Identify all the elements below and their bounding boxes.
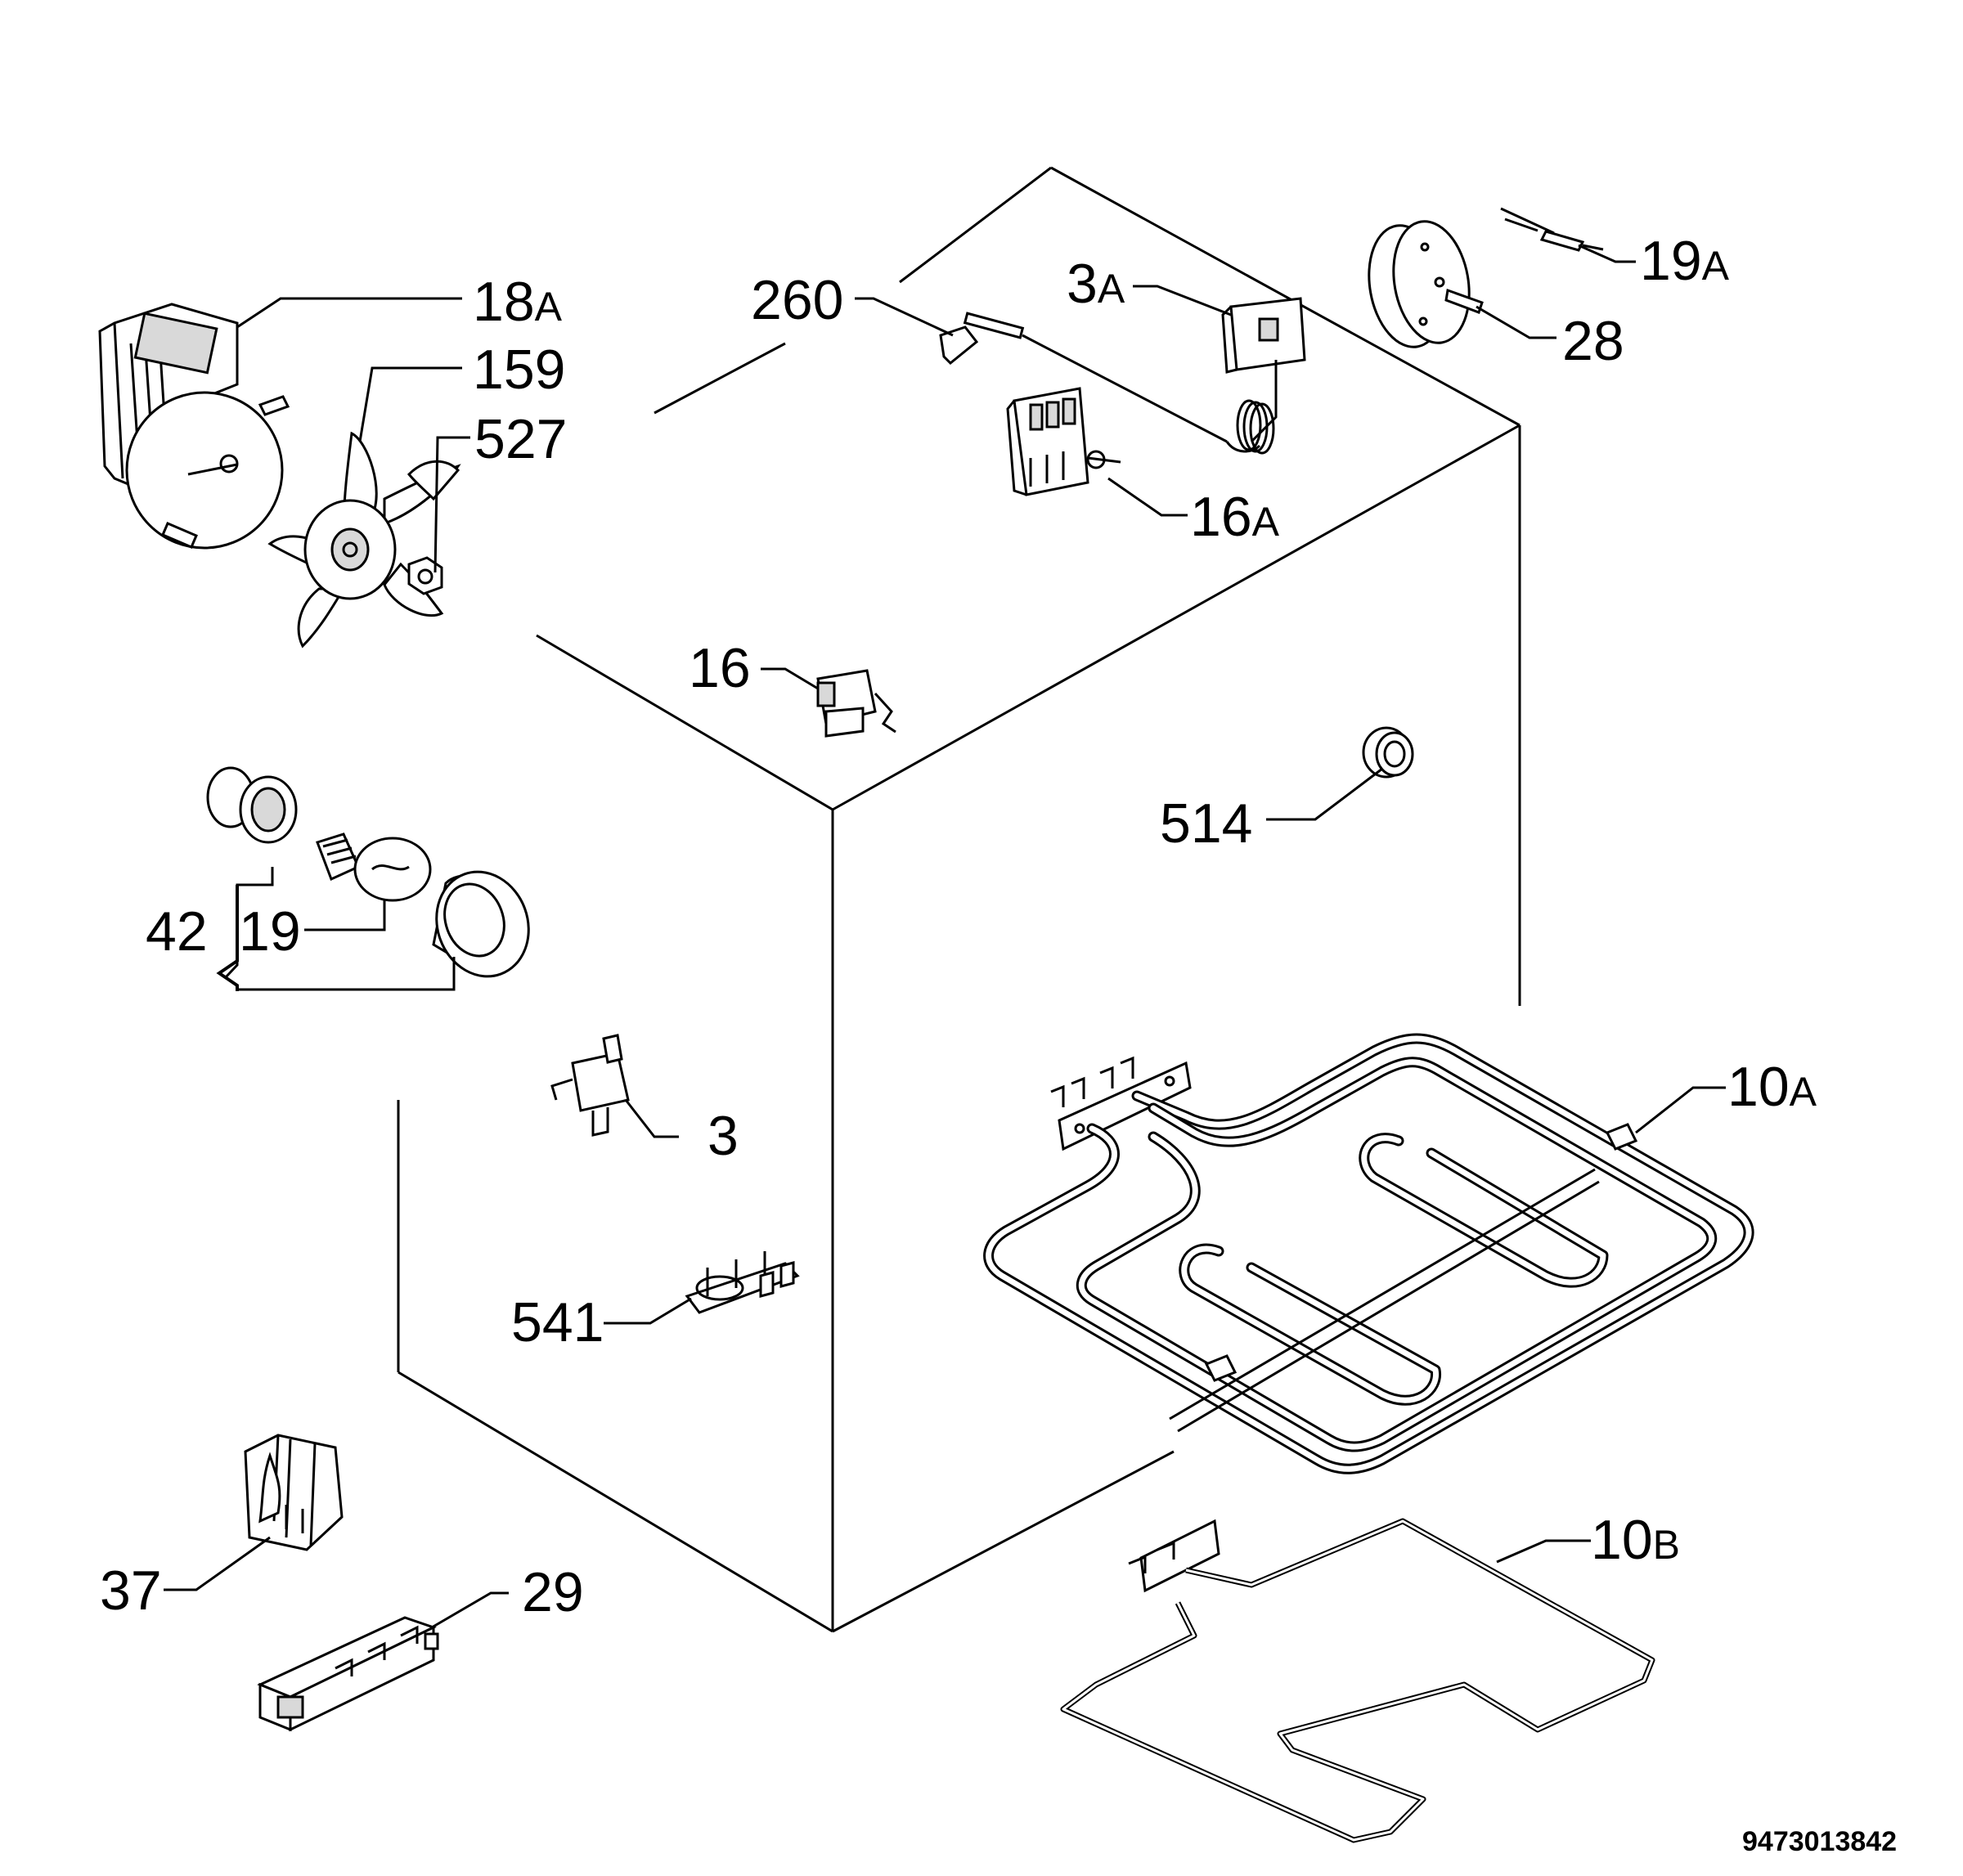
- fan-motor-housing-part-18a: [98, 303, 290, 550]
- selector-switch-part-16a: [1006, 387, 1121, 496]
- callout-16: 16: [689, 637, 751, 699]
- grommet-part-514: [1362, 726, 1414, 779]
- callout-19a: 19A: [1640, 230, 1730, 292]
- fan-nut-part-527: [407, 556, 443, 595]
- thermostat-part-3a: [1221, 297, 1306, 455]
- diagram-code: 9473013842: [1742, 1826, 1897, 1857]
- push-switch-part-16: [816, 669, 896, 738]
- temperature-probe-part-260: [939, 312, 1228, 443]
- callout-514: 514: [1160, 792, 1252, 855]
- callout-18a: 18A: [473, 271, 563, 333]
- callout-3a: 3A: [1067, 253, 1125, 315]
- lamp-bulb-part-19: [316, 833, 432, 902]
- lamp-holder-part-42: [206, 766, 298, 844]
- callout-16a: 16A: [1190, 486, 1280, 548]
- terminal-block-part-541: [685, 1251, 800, 1314]
- callout-10b: 10B: [1591, 1509, 1680, 1571]
- sensor-part-19a: [1500, 207, 1604, 252]
- callout-541: 541: [511, 1291, 604, 1353]
- callout-3: 3: [707, 1105, 739, 1167]
- igniter-part-29: [257, 1616, 439, 1732]
- lamp-cover-part-42: [432, 870, 530, 978]
- callout-10a: 10A: [1727, 1056, 1817, 1118]
- callout-527: 527: [474, 408, 567, 470]
- leader-lines: [164, 244, 1726, 1629]
- callout-260: 260: [751, 269, 843, 331]
- callout-159: 159: [473, 339, 565, 401]
- callout-29: 29: [522, 1561, 584, 1623]
- oven-cabinet-outline: [397, 166, 1521, 1633]
- grill-element-part-10a: [983, 1033, 1754, 1474]
- callout-42: 42: [146, 900, 208, 963]
- fan-blade-part-159: [267, 431, 461, 649]
- callout-37: 37: [100, 1560, 162, 1622]
- callout-28: 28: [1562, 310, 1624, 372]
- terminal-part-3: [550, 1034, 630, 1137]
- callout-19: 19: [239, 900, 301, 963]
- switch-block-part-37: [244, 1434, 344, 1551]
- bottom-element-part-10b: [1060, 1518, 1655, 1843]
- callout-labels: 18A 159 527 260 3A 19A 28 16A 16 514 42 …: [100, 230, 1897, 1857]
- timer-part-28: [1368, 220, 1484, 348]
